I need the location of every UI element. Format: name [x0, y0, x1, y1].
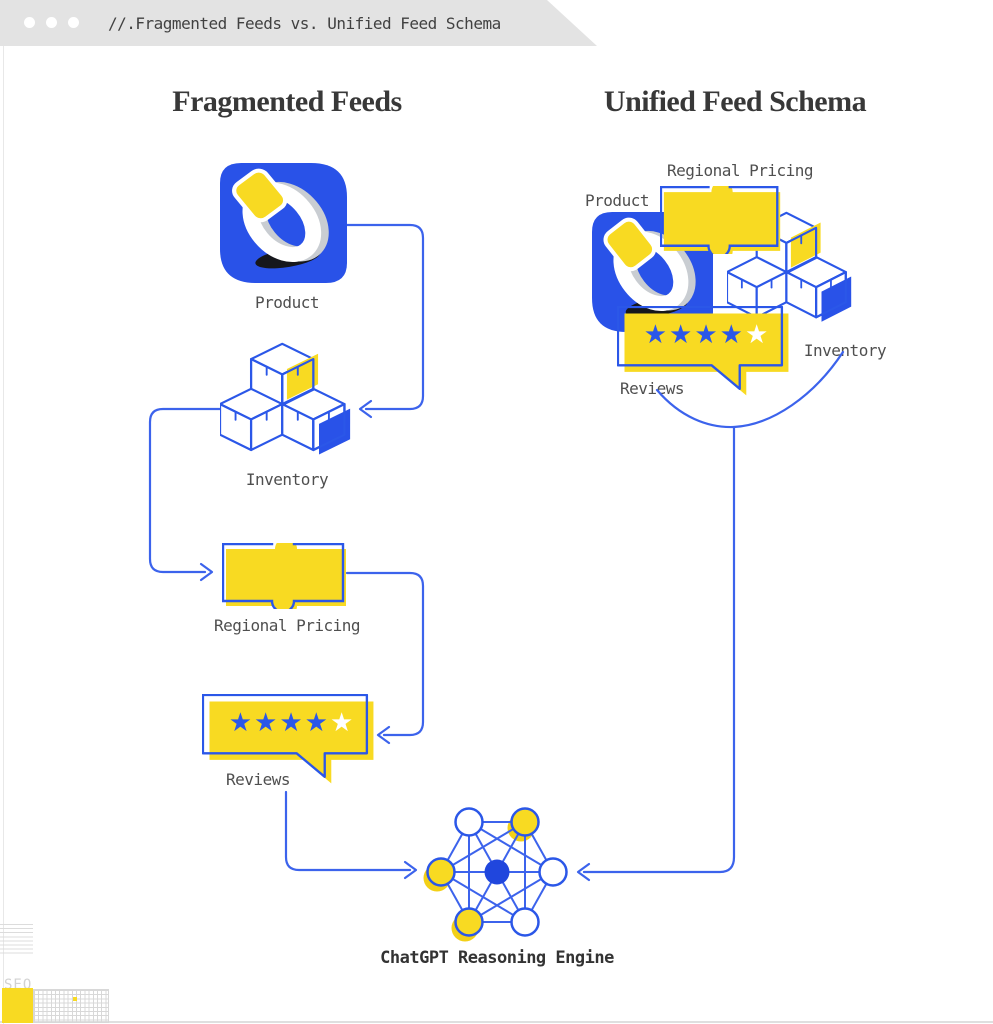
star-rating: ★★★★★	[212, 710, 372, 736]
grid-yellow-cell	[73, 997, 77, 1001]
grid-decor	[33, 989, 109, 1023]
inventory-icon	[220, 342, 352, 468]
arrowhead	[376, 725, 391, 745]
arrow-product-to-inventory	[344, 223, 425, 411]
product-icon	[220, 163, 347, 283]
stars-filled: ★★★★	[643, 320, 745, 350]
arrow-pricing-to-reviews	[345, 571, 425, 737]
arrowhead	[358, 399, 373, 419]
neural-network-icon	[412, 797, 582, 947]
arrowhead	[199, 562, 214, 582]
margin-line	[3, 46, 4, 1024]
window-dot	[24, 17, 35, 28]
tab-title: //.Fragmented Feeds vs. Unified Feed Sch…	[108, 14, 501, 33]
cluster-star-rating: ★★★★★	[627, 322, 787, 348]
bottom-border	[0, 1021, 993, 1023]
arrowhead	[403, 860, 418, 880]
ruled-lines-decor	[0, 924, 33, 954]
arrow-inventory-to-pricing	[148, 407, 224, 574]
window-dots	[24, 17, 79, 28]
window-dot	[46, 17, 57, 28]
star-empty: ★	[329, 708, 356, 738]
window-tab	[0, 0, 597, 46]
yellow-square-decor	[2, 988, 33, 1023]
arrow-reviews-to-engine	[284, 790, 412, 872]
window-dot	[68, 17, 79, 28]
arrow-cluster-to-engine	[582, 425, 736, 874]
star-empty: ★	[744, 320, 771, 350]
cluster-regional-pricing-label: Regional Pricing	[666, 161, 814, 180]
engine-label: ChatGPT Reasoning Engine	[380, 948, 614, 968]
inventory-label: Inventory	[245, 470, 329, 489]
regional-pricing-icon	[222, 543, 352, 609]
stars-filled: ★★★★	[228, 708, 330, 738]
heading-fragmented-feeds: Fragmented Feeds	[172, 85, 402, 118]
reviews-label: Reviews	[226, 770, 290, 789]
cluster-inventory-label: Inventory	[803, 341, 887, 360]
cluster-reviews-label: Reviews	[620, 379, 684, 398]
cluster-product-label: Product	[585, 191, 649, 210]
cluster-regional-pricing-icon	[660, 186, 786, 254]
heading-unified-feed-schema: Unified Feed Schema	[603, 85, 867, 118]
arrowhead	[576, 862, 591, 882]
regional-pricing-label: Regional Pricing	[213, 616, 361, 635]
product-label: Product	[255, 293, 319, 312]
